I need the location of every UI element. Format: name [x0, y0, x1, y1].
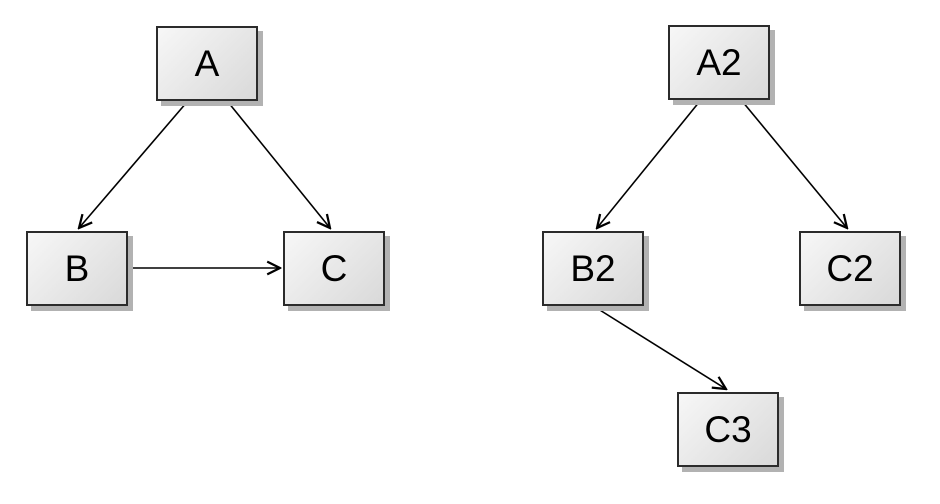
edge-A2-to-C2	[741, 100, 847, 228]
edge-A-to-B	[79, 101, 188, 228]
node-A2: A2	[668, 25, 770, 100]
edge-A-to-C	[227, 101, 330, 228]
node-C3: C3	[677, 392, 779, 467]
node-C3-label: C3	[704, 409, 752, 450]
node-A2-label: A2	[696, 42, 742, 83]
node-A: A	[156, 26, 258, 101]
node-C2-label: C2	[826, 248, 874, 289]
node-B2-label: B2	[570, 248, 616, 289]
node-B2: B2	[542, 231, 644, 306]
node-C: C	[283, 231, 385, 306]
edge-A2-to-B2	[597, 100, 701, 228]
node-C-label: C	[320, 248, 348, 289]
edge-B2-to-C3	[594, 306, 726, 389]
node-A-label: A	[194, 43, 220, 84]
node-B-label: B	[64, 248, 90, 289]
node-C2: C2	[799, 231, 901, 306]
node-B: B	[26, 231, 128, 306]
